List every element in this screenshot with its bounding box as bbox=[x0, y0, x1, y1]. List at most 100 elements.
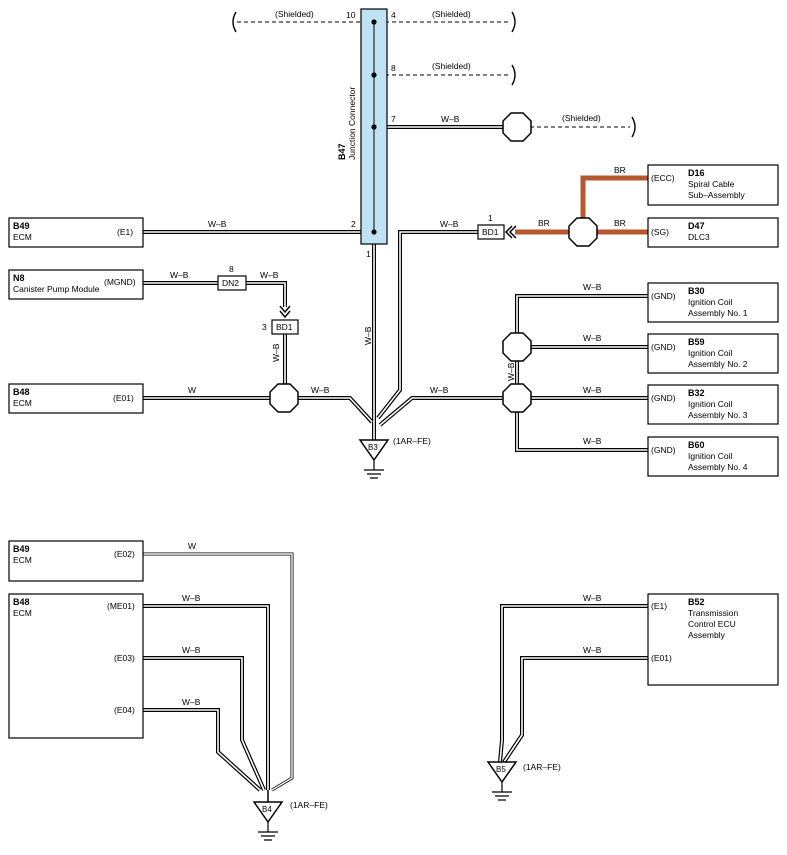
component-b52: (E1) (E01) B52 Transmission Control ECU … bbox=[647, 593, 779, 686]
splice-right bbox=[502, 383, 532, 413]
svg-text:Canister Pump Module: Canister Pump Module bbox=[13, 284, 100, 294]
svg-text:W–B: W–B bbox=[170, 270, 189, 280]
svg-text:ECM: ECM bbox=[13, 232, 32, 242]
component-d16: (ECC) D16 Spiral Cable Sub–Assembly bbox=[647, 164, 779, 206]
shielded-label-3: (Shielded) bbox=[432, 61, 471, 71]
svg-text:BR: BR bbox=[538, 218, 550, 228]
svg-text:BD1: BD1 bbox=[482, 227, 499, 237]
svg-text:BD1: BD1 bbox=[276, 322, 293, 332]
bd1-pin-3-label: 3 bbox=[262, 322, 267, 332]
svg-text:W–B: W–B bbox=[311, 385, 330, 395]
svg-text:W–B: W–B bbox=[583, 436, 602, 446]
svg-text:Transmission: Transmission bbox=[688, 608, 738, 618]
connector-arrow-down bbox=[279, 305, 291, 319]
svg-text:(E1): (E1) bbox=[651, 601, 667, 611]
svg-text:(SG): (SG) bbox=[651, 227, 669, 237]
svg-text:(GND): (GND) bbox=[651, 393, 676, 403]
component-b49-bottom: B49 ECM (E02) bbox=[8, 540, 144, 582]
svg-text:Assembly No. 4: Assembly No. 4 bbox=[688, 462, 748, 472]
svg-text:(E1): (E1) bbox=[117, 227, 133, 237]
svg-text:Ignition Coil: Ignition Coil bbox=[688, 348, 733, 358]
svg-text:ECM: ECM bbox=[13, 608, 32, 618]
svg-text:Assembly No. 2: Assembly No. 2 bbox=[688, 359, 748, 369]
shielded-label-4: (Shielded) bbox=[562, 113, 601, 123]
svg-text:(E01): (E01) bbox=[113, 393, 134, 403]
splice-br bbox=[568, 217, 598, 247]
svg-text:B3: B3 bbox=[368, 443, 378, 452]
svg-text:W–B: W–B bbox=[182, 593, 201, 603]
svg-text:BR: BR bbox=[614, 165, 626, 175]
connector-bd1-right: BD1 1 bbox=[477, 213, 517, 240]
svg-text:BR: BR bbox=[614, 218, 626, 228]
svg-text:(1AR–FE): (1AR–FE) bbox=[393, 436, 431, 446]
wire-labels: W–B W–B W–B W–B W W–B W–B W–B W–B BR BR … bbox=[170, 114, 626, 707]
svg-text:(GND): (GND) bbox=[651, 342, 676, 352]
svg-text:(E04): (E04) bbox=[114, 705, 135, 715]
svg-text:N8: N8 bbox=[13, 273, 25, 283]
svg-text:W–B: W–B bbox=[182, 697, 201, 707]
pin-4-label: 4 bbox=[391, 10, 396, 20]
component-b59: (GND) B59 Ignition Coil Assembly No. 2 bbox=[647, 333, 779, 374]
svg-text:W–B: W–B bbox=[583, 385, 602, 395]
svg-text:B48: B48 bbox=[13, 387, 30, 397]
svg-text:Ignition Coil: Ignition Coil bbox=[688, 451, 733, 461]
svg-text:W: W bbox=[188, 541, 196, 551]
svg-text:W–B: W–B bbox=[583, 645, 602, 655]
svg-text:W–B: W–B bbox=[583, 593, 602, 603]
svg-text:(1AR–FE): (1AR–FE) bbox=[523, 762, 561, 772]
svg-text:Assembly: Assembly bbox=[688, 630, 726, 640]
svg-text:B59: B59 bbox=[688, 337, 705, 347]
ground-b4: B4 (1AR–FE) bbox=[252, 790, 328, 841]
splice-left bbox=[269, 383, 299, 413]
svg-text:Control ECU: Control ECU bbox=[688, 619, 736, 629]
svg-text:W–B: W–B bbox=[271, 343, 281, 362]
pin-2-label: 2 bbox=[351, 219, 356, 229]
dn2-pin-label: 8 bbox=[229, 264, 234, 274]
wire-layer bbox=[143, 21, 648, 792]
svg-text:(ME01): (ME01) bbox=[107, 601, 135, 611]
svg-text:Assembly No. 1: Assembly No. 1 bbox=[688, 308, 748, 318]
b47-name: Junction Connector bbox=[347, 87, 357, 160]
component-b48-top: B48 ECM (E01) bbox=[8, 383, 144, 414]
svg-text:W–B: W–B bbox=[208, 219, 227, 229]
svg-text:W–B: W–B bbox=[430, 385, 449, 395]
svg-text:ECM: ECM bbox=[13, 555, 32, 565]
component-b60: (GND) B60 Ignition Coil Assembly No. 4 bbox=[647, 436, 779, 477]
pin-7-label: 7 bbox=[391, 114, 396, 124]
svg-text:W: W bbox=[188, 385, 196, 395]
ground-b3: B3 (1AR–FE) bbox=[358, 436, 431, 479]
svg-text:W–B: W–B bbox=[583, 333, 602, 343]
shielded-label-2: (Shielded) bbox=[432, 9, 471, 19]
bd1-pin-1-label: 1 bbox=[488, 213, 493, 223]
svg-text:DLC3: DLC3 bbox=[688, 232, 710, 242]
splice-shield bbox=[502, 112, 532, 142]
svg-text:B60: B60 bbox=[688, 440, 705, 450]
ground-b5: B5 (1AR–FE) bbox=[486, 761, 561, 801]
svg-text:(GND): (GND) bbox=[651, 445, 676, 455]
pin-1-label: 1 bbox=[366, 249, 371, 259]
connector-dn2: DN2 8 bbox=[217, 264, 247, 291]
b47-code: B47 bbox=[337, 143, 347, 160]
svg-text:DN2: DN2 bbox=[222, 278, 239, 288]
svg-text:Sub–Assembly: Sub–Assembly bbox=[688, 190, 745, 200]
svg-text:W–B: W–B bbox=[182, 645, 201, 655]
svg-text:Spiral Cable: Spiral Cable bbox=[688, 179, 735, 189]
svg-text:ECM: ECM bbox=[13, 398, 32, 408]
svg-text:B5: B5 bbox=[496, 765, 506, 774]
component-b49-top: B49 ECM (E1) bbox=[8, 217, 144, 248]
shield-ends bbox=[232, 11, 636, 138]
svg-text:(E01): (E01) bbox=[651, 653, 672, 663]
svg-text:Ignition Coil: Ignition Coil bbox=[688, 399, 733, 409]
svg-text:W–B: W–B bbox=[440, 219, 459, 229]
svg-text:W–B: W–B bbox=[260, 270, 279, 280]
svg-text:W–B: W–B bbox=[583, 282, 602, 292]
svg-text:D16: D16 bbox=[688, 168, 705, 178]
svg-text:(GND): (GND) bbox=[651, 291, 676, 301]
connector-bd1-left: BD1 3 bbox=[262, 319, 299, 335]
pin-10-label: 10 bbox=[346, 10, 356, 20]
svg-text:D47: D47 bbox=[688, 221, 705, 231]
svg-text:B49: B49 bbox=[13, 544, 30, 554]
svg-text:(E03): (E03) bbox=[114, 653, 135, 663]
svg-text:B4: B4 bbox=[262, 805, 272, 814]
component-d47: (SG) D47 DLC3 bbox=[647, 217, 779, 248]
